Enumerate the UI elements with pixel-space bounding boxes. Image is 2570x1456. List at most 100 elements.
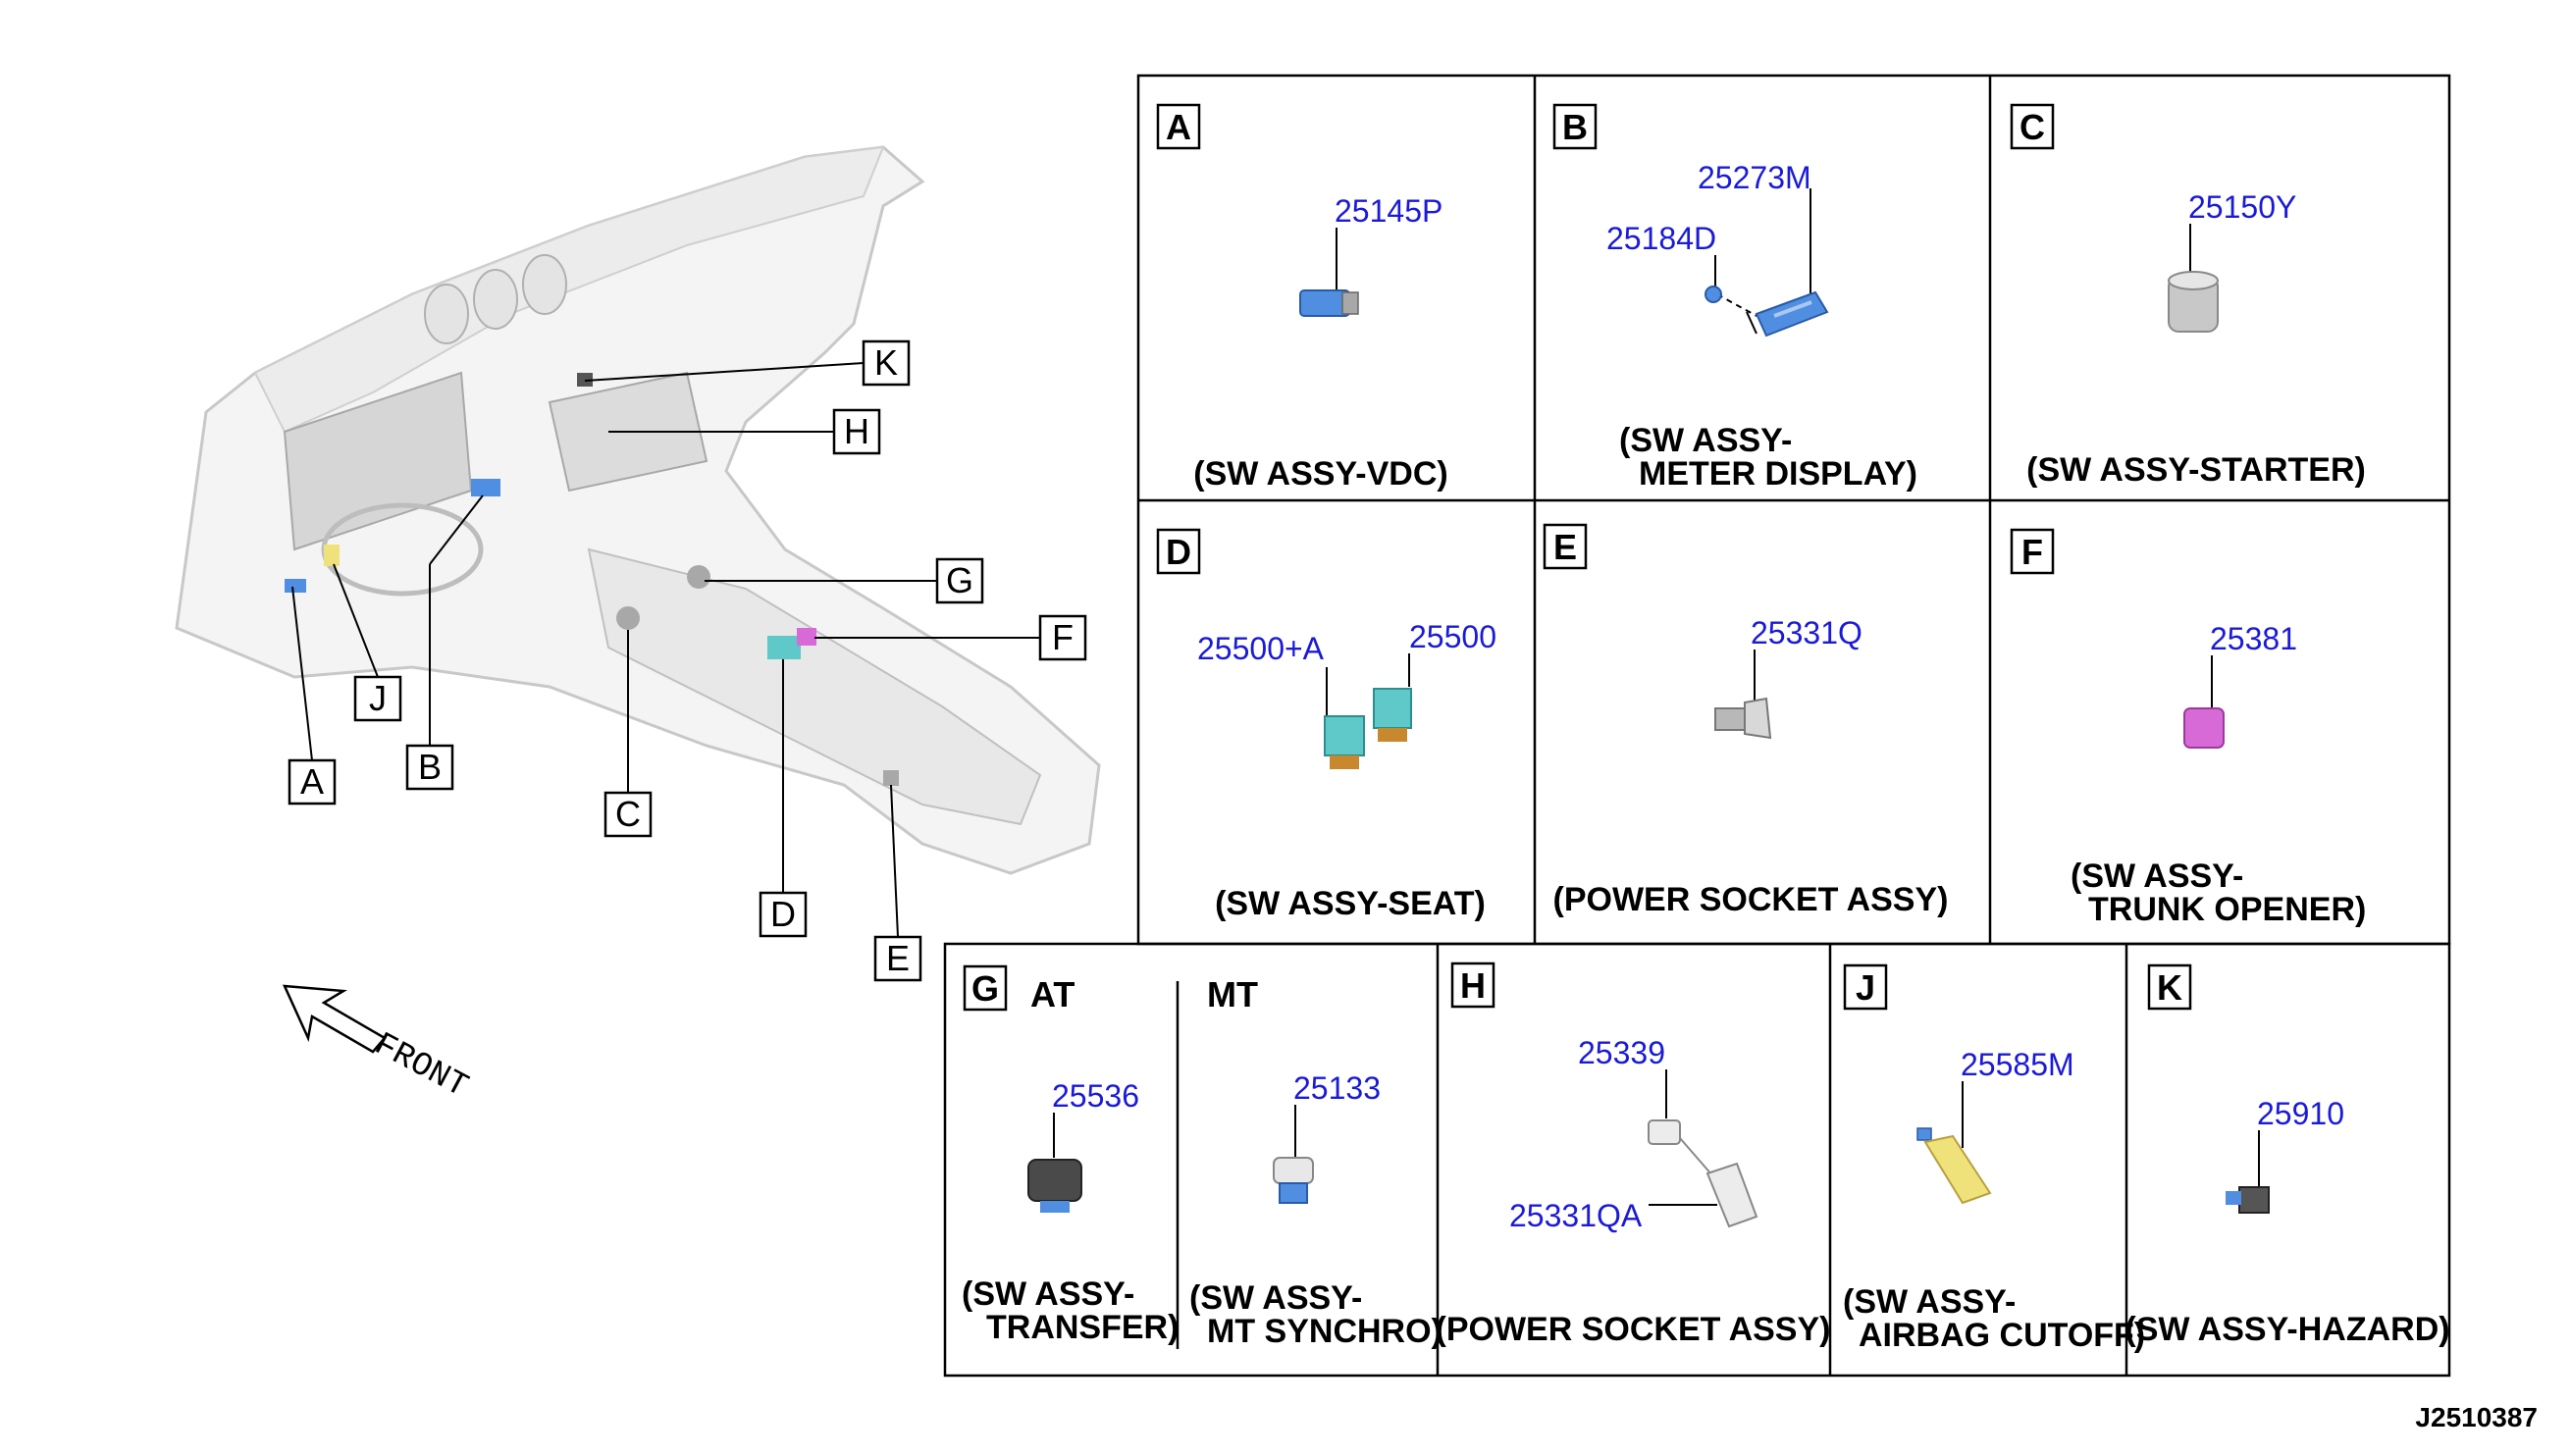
panel-k-letter: K	[2157, 967, 2182, 1008]
panel-b-letter-box	[1552, 103, 1598, 150]
callout-b-label: B	[418, 747, 442, 787]
panel-f: F 25381 (SW ASSY- TRUNK OPENER)	[2010, 528, 2366, 928]
part-number-25273m: 25273M	[1698, 160, 1811, 195]
panel-e-letter-box	[1543, 523, 1588, 570]
callout-k-label: K	[874, 342, 898, 383]
panel-e: E 25331Q (POWER SOCKET ASSY)	[1543, 523, 1949, 918]
callout-h-label: H	[844, 411, 869, 451]
panel-c: C 25150Y (SW ASSY-STARTER)	[2010, 103, 2366, 489]
panel-j-caption-line1: (SW ASSY-	[1843, 1283, 2016, 1321]
transfer-switch-icon	[1027, 1159, 1082, 1213]
part-j-location	[324, 545, 340, 566]
panel-d: D 25500+A 25500 (SW ASSY-SEAT)	[1156, 528, 1496, 922]
panel-d-letter: D	[1166, 532, 1191, 572]
panel-b: B 25273M 25184D (SW ASSY- METER DISPLAY)	[1552, 103, 1917, 493]
panel-g-caption-at-line2: TRANSFER)	[986, 1309, 1179, 1346]
panel-d-caption: (SW ASSY-SEAT)	[1215, 885, 1486, 922]
power-socket-icon	[1714, 697, 1772, 740]
front-arrow: FRONT	[282, 984, 474, 1107]
part-f-location	[797, 628, 816, 646]
overview-callouts: K H G F A J B C	[288, 339, 1087, 982]
front-arrow-icon	[282, 984, 387, 1054]
panel-h: H 25339 25331QA (POWER SOCKET ASSY)	[1436, 962, 1831, 1348]
part-d-location	[767, 636, 801, 659]
callout-k: K	[862, 339, 911, 387]
part-number-25133: 25133	[1293, 1070, 1381, 1106]
vent-3	[522, 254, 567, 315]
panel-g: G AT MT 25536 25133 (SW ASSY- TRANSFER) …	[962, 964, 1442, 1350]
part-a-location	[285, 579, 306, 593]
panel-k: K 25910 (SW ASSY-HAZARD)	[2124, 963, 2450, 1348]
part-number-25331q: 25331Q	[1751, 615, 1862, 650]
panel-k-caption: (SW ASSY-HAZARD)	[2124, 1311, 2449, 1348]
panel-c-letter-box	[2010, 103, 2055, 150]
dashboard-top	[253, 145, 885, 434]
vent-1	[424, 284, 469, 344]
callout-d: D	[759, 891, 808, 938]
mt-synchro-switch-icon	[1273, 1157, 1314, 1204]
front-label: FRONT	[368, 1026, 474, 1106]
panel-h-caption: (POWER SOCKET ASSY)	[1436, 1311, 1831, 1348]
panel-f-letter: F	[2021, 532, 2043, 572]
panel-g-letter-box	[963, 964, 1008, 1012]
panel-d-letter-box	[1156, 528, 1201, 575]
callout-j-label: J	[369, 678, 387, 718]
callout-f-label: F	[1052, 617, 1074, 657]
seat-switch-icon-1	[1324, 715, 1365, 769]
panel-a-caption: (SW ASSY-VDC)	[1193, 455, 1447, 493]
part-number-25339: 25339	[1578, 1035, 1665, 1070]
panel-b-letter: B	[1562, 107, 1588, 147]
panel-b-caption-line2: METER DISPLAY)	[1639, 455, 1917, 493]
part-b-location	[471, 479, 500, 496]
panel-e-caption: (POWER SOCKET ASSY)	[1553, 881, 1949, 918]
part-number-25536: 25536	[1052, 1078, 1139, 1114]
figure-code: J2510387	[2415, 1402, 2538, 1432]
part-number-25331qa: 25331QA	[1509, 1198, 1643, 1233]
panel-b-caption-line1: (SW ASSY-	[1619, 422, 1792, 459]
panel-g-letter: G	[971, 968, 999, 1009]
part-number-25145p: 25145P	[1335, 193, 1442, 229]
callout-c: C	[603, 791, 653, 838]
panel-k-letter-box	[2147, 963, 2192, 1011]
panel-j: J 25585M (SW ASSY- AIRBAG CUTOFF)	[1843, 963, 2145, 1354]
panel-j-caption-line2: AIRBAG CUTOFF)	[1859, 1317, 2145, 1354]
vent-2	[473, 269, 518, 330]
panel-h-letter-box	[1450, 962, 1495, 1009]
panel-j-letter: J	[1856, 967, 1875, 1008]
panel-c-caption: (SW ASSY-STARTER)	[2026, 451, 2366, 489]
dashboard-overview-illustration	[175, 145, 1101, 875]
vdc-switch-icon	[1299, 289, 1359, 317]
callout-c-label: C	[615, 794, 641, 834]
meter-display-switch-icon	[1705, 286, 1829, 338]
panel-f-caption-line2: TRUNK OPENER)	[2088, 891, 2366, 928]
panel-f-letter-box	[2010, 528, 2055, 575]
panel-g-caption-at-line1: (SW ASSY-	[962, 1275, 1134, 1313]
panel-c-letter: C	[2019, 107, 2045, 147]
starter-switch-icon	[2168, 271, 2219, 333]
panel-a: A 25145P (SW ASSY-VDC)	[1156, 103, 1448, 493]
part-number-25585m: 25585M	[1961, 1047, 2074, 1082]
power-socket-assy-icon	[1648, 1119, 1758, 1228]
callout-h: H	[832, 408, 881, 455]
part-number-25910: 25910	[2257, 1096, 2344, 1131]
overview-leader-lines	[291, 362, 1040, 938]
part-number-25150y: 25150Y	[2188, 189, 2296, 225]
callout-a-label: A	[300, 761, 324, 802]
callout-a: A	[288, 758, 337, 806]
callout-e-label: E	[886, 938, 910, 978]
panel-g-caption-mt-line2: MT SYNCHRO)	[1207, 1313, 1442, 1350]
panel-j-letter-box	[1843, 963, 1888, 1011]
part-c-location	[616, 606, 640, 630]
part-e-location	[883, 770, 899, 786]
panel-f-caption-line1: (SW ASSY-	[2071, 858, 2243, 895]
callout-g-label: G	[946, 560, 973, 600]
callout-f: F	[1038, 614, 1087, 661]
panel-a-letter-box	[1156, 103, 1201, 150]
trunk-opener-switch-icon	[2183, 707, 2225, 749]
panel-g-caption-mt-line1: (SW ASSY-	[1189, 1279, 1362, 1317]
panel-g-mt-label: MT	[1207, 974, 1258, 1014]
callout-d-label: D	[770, 894, 796, 934]
airbag-cutoff-switch-icon	[1916, 1127, 1992, 1205]
part-g-location	[687, 565, 710, 589]
